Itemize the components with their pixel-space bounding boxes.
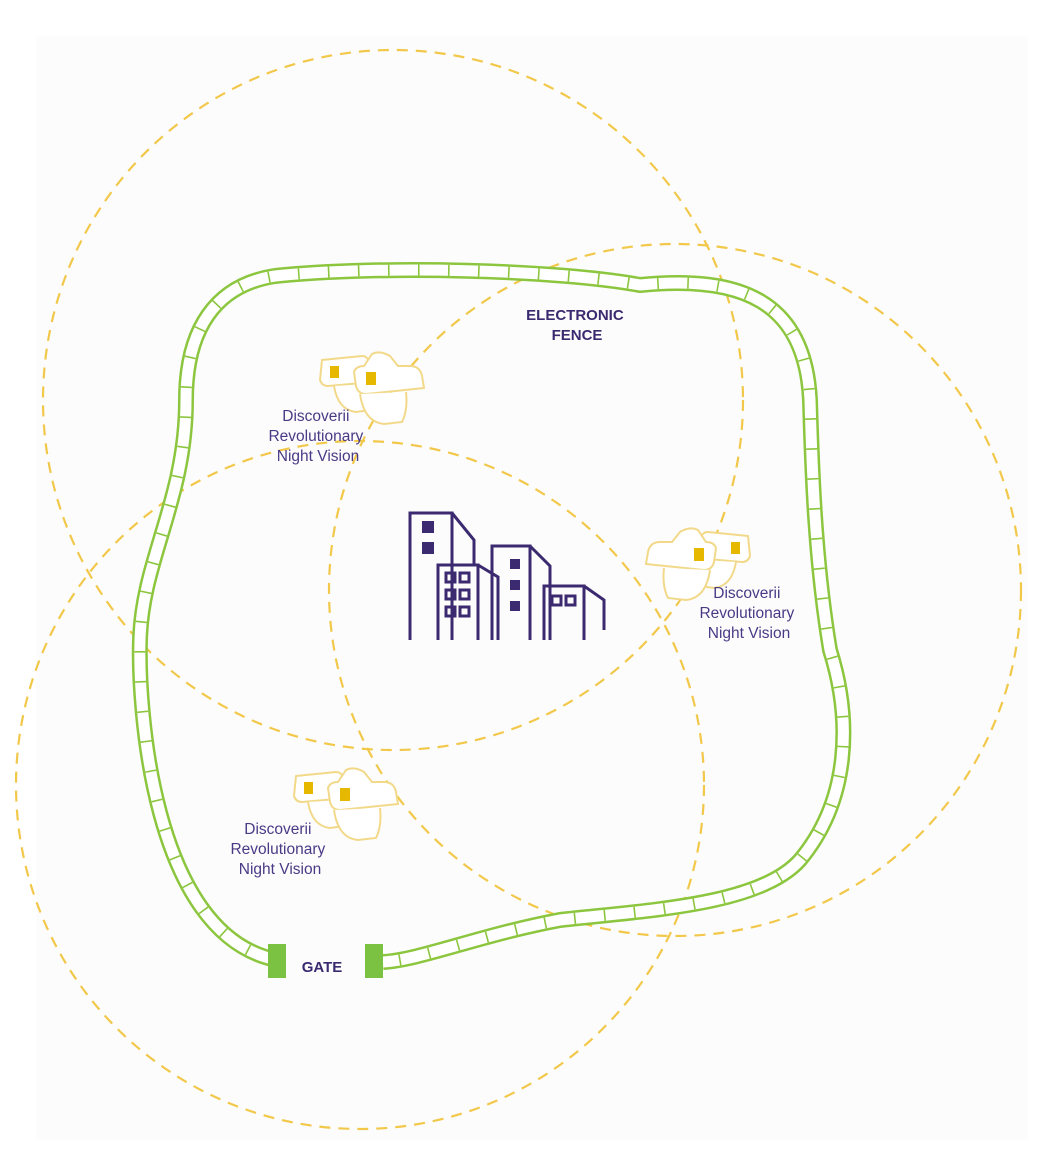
camera-label: Discoverii Revolutionary Night Vision xyxy=(230,821,329,878)
camera-label: Discoverii Revolutionary Night Vision xyxy=(268,408,367,465)
coverage-circle-top-left xyxy=(41,48,745,752)
camera-group-bottom-left: Discoverii Revolutionary Night Vision xyxy=(230,767,399,878)
fence-label-line1: ELECTRONIC xyxy=(526,307,624,324)
camera-group-top-left: Discoverii Revolutionary Night Vision xyxy=(268,351,425,465)
fence-label-line2: FENCE xyxy=(552,327,603,344)
gate-post-left xyxy=(268,944,286,978)
fence-label: ELECTRONIC FENCE xyxy=(526,307,628,344)
diagram-background xyxy=(36,36,1028,1140)
gate-label: GATE xyxy=(302,959,343,976)
electronic-fence xyxy=(131,262,852,970)
coverage-zones xyxy=(14,48,1023,1131)
gate: GATE xyxy=(268,944,383,978)
camera-group-right: Discoverii Revolutionary Night Vision xyxy=(645,527,798,642)
gate-post-right xyxy=(365,944,383,978)
coverage-circle-bottom-left xyxy=(14,439,706,1131)
coverage-circle-right xyxy=(327,242,1023,938)
office-buildings-icon xyxy=(408,511,606,640)
camera-label: Discoverii Revolutionary Night Vision xyxy=(699,585,798,642)
